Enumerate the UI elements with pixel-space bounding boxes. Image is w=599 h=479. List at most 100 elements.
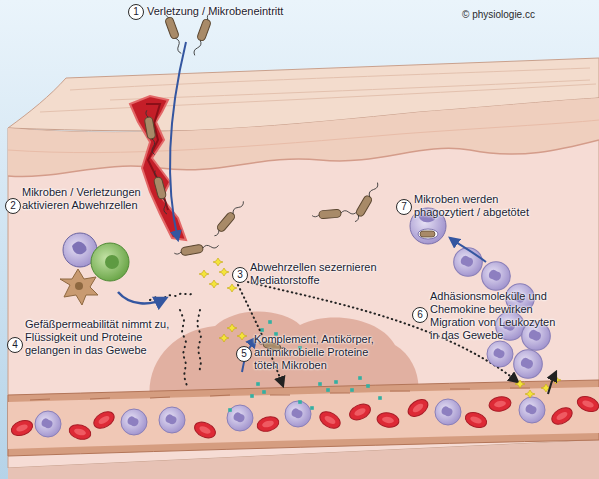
migrating-leukocytes: [454, 248, 483, 277]
defence-cells: [91, 243, 129, 281]
complement-proteins: [228, 408, 232, 412]
callout-number: 4: [7, 337, 23, 353]
microbes: [143, 10, 381, 355]
step-caption: Abwehrzellen sezernieren Mediatorstoffe: [250, 261, 395, 287]
complement-proteins: [260, 328, 264, 332]
microbes: [191, 12, 214, 57]
blood-cells: [68, 422, 93, 441]
phagocyte: [420, 231, 435, 237]
complement-proteins: [310, 406, 314, 410]
complement-proteins: [268, 320, 272, 324]
complement-proteins: [256, 382, 260, 386]
step-caption: Komplement, Antikörper, antimikrobielle …: [254, 333, 386, 372]
migrating-leukocytes: [514, 350, 543, 379]
microbes: [312, 208, 358, 220]
microbes: [352, 181, 381, 224]
process-arrows: [170, 42, 186, 240]
defence-cells: [105, 255, 119, 269]
blood-cells: [9, 418, 34, 439]
tissue-block: [8, 120, 599, 153]
blood-cells: [285, 401, 311, 427]
wound: [130, 96, 186, 240]
blood-cells: [488, 395, 512, 413]
callout-number: 5: [236, 346, 252, 362]
process-arrows: [118, 42, 556, 394]
blood-vessel: [8, 380, 599, 456]
callout-number: 7: [396, 199, 412, 215]
mediators: [219, 334, 229, 342]
blood-cells: [405, 396, 431, 420]
mediators: [213, 258, 223, 266]
blood-cells: [91, 408, 117, 431]
wound: [130, 96, 186, 240]
microbes: [174, 241, 220, 257]
migrating-leukocytes: [482, 262, 511, 291]
microbes: [143, 110, 159, 156]
blood-vessel: [30, 388, 530, 400]
mediators: [515, 380, 525, 388]
mediators: [237, 332, 247, 340]
blood-cells: [575, 394, 599, 415]
complement-proteins: [366, 384, 370, 388]
mediators: [209, 280, 219, 288]
complement-proteins: [250, 394, 254, 398]
blood-cells: [376, 411, 400, 429]
step-caption: Verletzung / Mikrobeneintritt: [147, 5, 367, 18]
blood-cells: [9, 394, 599, 442]
blood-vessel: [8, 380, 599, 456]
tissue-block: [8, 98, 599, 177]
step-caption: Mikroben / Verletzungen aktivieren Abweh…: [22, 186, 152, 212]
callout-number: 1: [128, 4, 144, 20]
blood-cells: [159, 407, 185, 433]
complement-proteins: [326, 388, 330, 392]
mediators: [227, 324, 237, 332]
mediators: [199, 258, 561, 398]
mediators: [525, 390, 535, 398]
defence-cells: [72, 241, 87, 254]
step-caption: Gefäßpermeabilität nimmt zu, Flüssigkeit…: [25, 318, 183, 357]
phagocyte: [418, 229, 438, 239]
blood-cells: [192, 419, 218, 441]
blood-cells: [35, 411, 61, 437]
process-arrows: [118, 292, 166, 303]
microbes: [211, 199, 246, 239]
callout-number: 6: [412, 307, 428, 323]
step-caption: Adhäsionsmoleküle und Chemokine bewirken…: [430, 290, 562, 342]
defence-cells: [75, 282, 83, 290]
tissue-block: [8, 140, 599, 177]
step-caption: Mikroben werden phagozytiert / abgetötet: [414, 193, 542, 219]
complement-proteins: [378, 396, 382, 400]
process-arrows: [548, 372, 556, 394]
blood-cells: [256, 414, 281, 433]
mediators: [227, 284, 237, 292]
tissue-block: [8, 98, 599, 468]
complement-proteins: [262, 390, 266, 394]
complement-proteins: [318, 382, 322, 386]
migrating-leukocytes: [487, 341, 513, 367]
blood-cells: [519, 397, 545, 423]
blood-cells: [347, 401, 373, 423]
blood-cells: [549, 404, 575, 427]
defence-cells: [60, 269, 98, 305]
microbes: [151, 170, 170, 216]
callout-number: 3: [232, 267, 248, 283]
process-arrows: [450, 238, 486, 262]
complement-proteins: [358, 376, 362, 380]
blood-cells: [121, 409, 147, 435]
blood-cells: [435, 399, 461, 425]
watermark: © physiologie.cc: [462, 9, 597, 21]
mediators: [219, 268, 229, 276]
tissue-block: [8, 58, 599, 479]
mediator-spread: [150, 292, 201, 386]
blood-vessel: [8, 387, 599, 449]
complement-proteins: [334, 380, 338, 384]
blood-cells: [463, 410, 488, 431]
mediators: [199, 270, 209, 278]
complement-proteins: [350, 388, 354, 392]
callout-number: 2: [5, 198, 21, 214]
blood-cells: [317, 408, 343, 431]
blood-cells: [227, 405, 253, 431]
